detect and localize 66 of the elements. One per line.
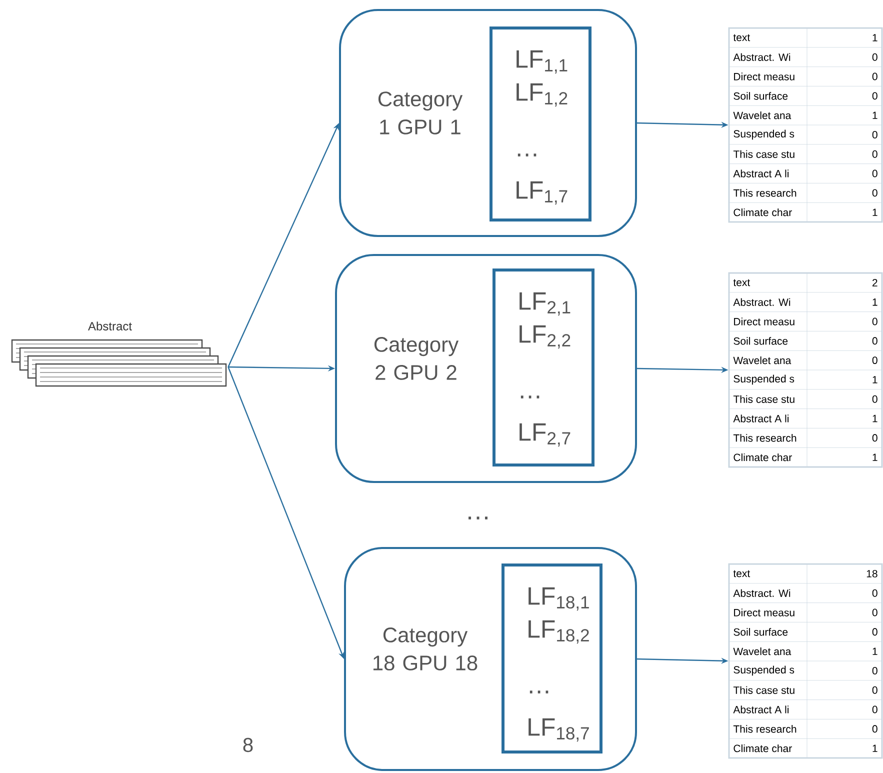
table-cell: 1 <box>872 34 878 42</box>
table-cell: Direct measu <box>734 608 794 616</box>
table-cell: Suspended s <box>734 666 794 676</box>
table-cell: 0 <box>872 725 878 733</box>
table-cell: text <box>733 570 750 578</box>
table-cell: Wavelet ana <box>733 356 792 364</box>
table-cell: Abstract. Wi <box>733 589 790 597</box>
table-cell: 0 <box>872 608 878 616</box>
table-cell: Abstract A li <box>733 706 788 714</box>
table-cell: Soil surface <box>734 92 788 100</box>
table-cell: 1 <box>872 112 878 119</box>
table-cell: Soil surface <box>734 628 788 636</box>
table-cell: 0 <box>872 589 878 597</box>
table-cell: Abstract A li <box>733 414 788 422</box>
table-cell: This research <box>733 434 796 442</box>
table-cell: This research <box>733 725 796 733</box>
table-cell: Abstract. Wi <box>733 298 790 306</box>
table-cell: 0 <box>872 434 878 442</box>
table-cell: Suspended s <box>734 374 794 385</box>
table-cell: This case stu <box>733 686 794 694</box>
table-cell: This research <box>733 189 796 197</box>
ellipsis: … <box>468 516 488 520</box>
table-cell: Wavelet ana <box>733 111 792 120</box>
table-cell: 0 <box>872 53 878 61</box>
table-cell: This case stu <box>733 150 794 158</box>
table-cell: 0 <box>872 686 878 694</box>
table-cell: 1 <box>872 208 878 216</box>
table-cell: Soil surface <box>734 337 788 345</box>
table-cell: This case stu <box>733 395 794 403</box>
table-cell: Abstract A li <box>733 170 788 178</box>
table-cell: 0 <box>872 150 878 158</box>
table-cell: Climate char <box>734 744 792 752</box>
table-cell: Climate char <box>734 208 792 216</box>
table-cell: 1 <box>872 744 878 752</box>
table-cell: 0 <box>872 356 878 364</box>
table-cell: Wavelet ana <box>733 647 792 656</box>
table-cell: 2 <box>872 279 878 286</box>
table-cell: 18 <box>866 570 878 578</box>
table-cell: Climate char <box>734 453 792 462</box>
heading: Abstract <box>88 322 132 330</box>
table-cell: Direct measu <box>734 318 794 326</box>
table-cell: 1 <box>872 414 878 422</box>
table-cell: 0 <box>872 628 878 636</box>
feature-box: LF$_{18,1}$ LF$_{18,2}$ … LF$_{18,7}$ <box>502 564 602 754</box>
table-cell: 1 <box>872 648 878 655</box>
table-cell: 0 <box>872 170 878 178</box>
table-cell: text <box>733 34 750 42</box>
page-number: 8 <box>243 738 253 752</box>
table-cell: text <box>733 279 750 286</box>
table-cell: 0 <box>872 131 878 138</box>
table-cell: 1 <box>872 454 878 461</box>
table-cell: 0 <box>872 189 878 197</box>
table-cell: Abstract. Wi <box>733 53 790 61</box>
table-cell: 1 <box>872 376 878 384</box>
table-cell: 1 <box>872 298 878 306</box>
table-cell: 0 <box>872 92 878 100</box>
table-cell: 0 <box>872 72 878 80</box>
table-cell: Suspended s <box>734 130 794 140</box>
table-cell: 0 <box>872 318 878 326</box>
table-cell: Direct measu <box>734 72 794 80</box>
table-cell: 0 <box>872 395 878 403</box>
table-cell: 0 <box>872 337 878 345</box>
feature-box: LF$_{1,1}$ LF$_{1,2}$ … LF$_{1,7}$ <box>490 26 592 222</box>
table-cell: 0 <box>872 666 878 674</box>
feature-box: LF$_{2,1}$ LF$_{2,2}$ … LF$_{2,7}$ <box>492 268 594 466</box>
table-cell: 0 <box>872 706 878 714</box>
